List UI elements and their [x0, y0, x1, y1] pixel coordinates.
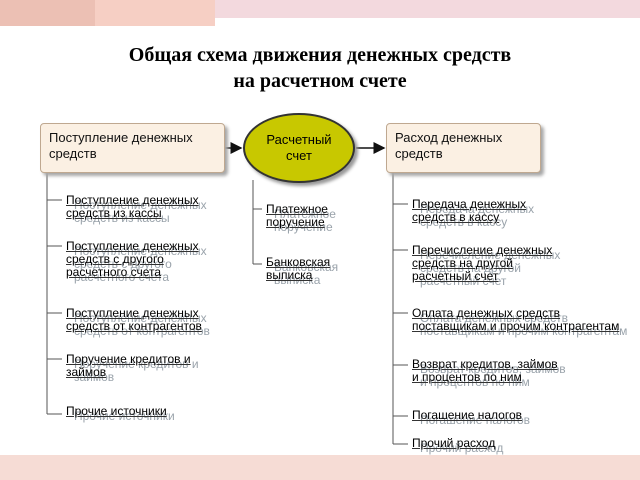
bottom-decor-bar	[0, 455, 640, 480]
top-decor-block	[0, 0, 95, 26]
right-item: Погашение налогов Погашение налогов	[412, 408, 530, 427]
expense-box: Расход денежных средств	[386, 123, 541, 173]
title-line-2: на расчетном счете	[233, 70, 407, 92]
current-account-label: Расчетный счет	[266, 132, 332, 163]
income-box: Поступление денежных средств	[40, 123, 225, 173]
title-line-1: Общая схема движения денежных средств	[128, 44, 512, 66]
top-decor-block	[95, 0, 215, 26]
right-item: Прочий расход Прочий расход	[412, 436, 504, 455]
page-title: Общая схема движения денежных средств на…	[40, 42, 600, 94]
left-item: Прочие источники Прочие источники	[66, 404, 175, 423]
current-account-ellipse: Расчетный счет	[243, 113, 355, 183]
